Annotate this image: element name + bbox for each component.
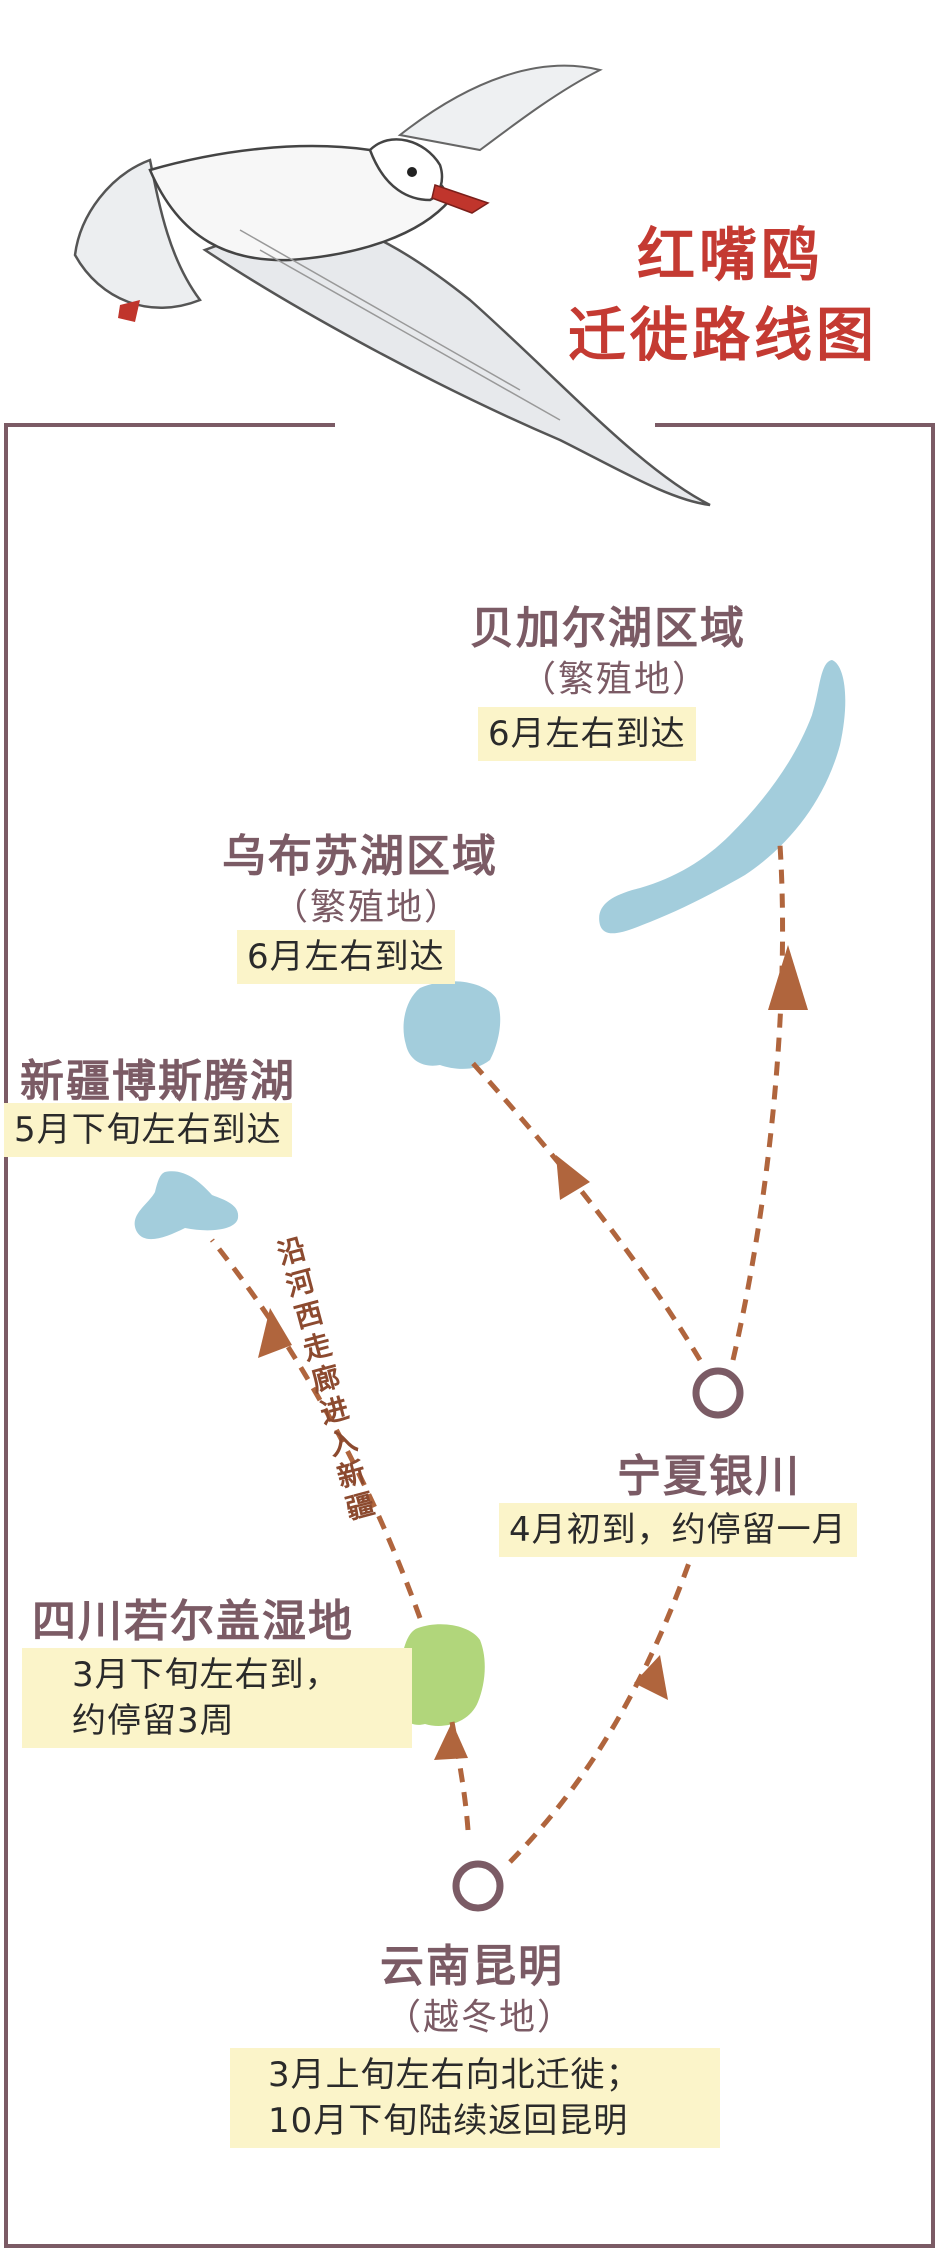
arrow-yinchuan-to-ubsu: [468, 1058, 703, 1362]
frame-border: [4, 423, 935, 2248]
arrowhead-yinchuan-to-ubsu: [556, 1155, 590, 1200]
bosten-note: 5月下旬左右到达: [4, 1103, 292, 1157]
ubsu-lake: [403, 981, 501, 1069]
kunming-note-line1: 3月上旬左右向北迁徙；: [268, 2055, 641, 2095]
yinchuan-note: 4月初到，约停留一月: [499, 1503, 857, 1557]
yinchuan-name: 宁夏银川: [617, 1451, 801, 1502]
arrow-kunming-to-yinchuan: [508, 1559, 693, 1864]
title-line1: 红嘴鸥: [637, 221, 824, 289]
baikal-name: 贝加尔湖区域: [470, 603, 746, 654]
bosten-name: 新疆博斯腾湖: [20, 1056, 296, 1107]
arrow-yinchuan-to-baikal: [730, 844, 786, 1361]
arrowhead-yinchuan-to-baikal: [768, 945, 808, 1010]
zoige-note-line2: 约停留3周: [72, 1701, 235, 1741]
ubsu-note: 6月左右到达: [237, 930, 455, 984]
zoige-note-line1: 3月下旬左右到，: [72, 1655, 340, 1695]
zoige-note: 3月下旬左右到， 约停留3周: [22, 1648, 412, 1748]
yinchuan-marker: [692, 1367, 744, 1419]
kunming-note-line2: 10月下旬陆续返回昆明: [268, 2101, 629, 2141]
kunming-role: （越冬地）: [385, 1997, 576, 2038]
ubsu-name: 乌布苏湖区域: [222, 831, 498, 882]
arrowhead-kunming-to-zoige: [434, 1722, 468, 1760]
kunming-note: 3月上旬左右向北迁徙； 10月下旬陆续返回昆明: [230, 2048, 720, 2148]
title-line2: 迁徙路线图: [568, 301, 879, 369]
zoige-wetland: [397, 1624, 485, 1726]
baikal-note: 6月左右到达: [478, 707, 696, 761]
arrowhead-zoige-to-bosten: [258, 1308, 292, 1358]
kunming-name: 云南昆明: [380, 1941, 564, 1992]
bosten-lake: [134, 1171, 239, 1240]
kunming-marker: [452, 1860, 504, 1912]
seagull-illustration: [73, 64, 711, 507]
zoige-name: 四川若尔盖湿地: [32, 1596, 354, 1647]
baikal-lake: [599, 660, 846, 934]
arrow-zoige-to-bosten: [210, 1238, 423, 1619]
route-arrows: [210, 844, 808, 1864]
ubsu-role: （繁殖地）: [272, 887, 463, 928]
arrowhead-kunming-to-yinchuan: [634, 1655, 668, 1700]
baikal-role: （繁殖地）: [520, 659, 711, 700]
